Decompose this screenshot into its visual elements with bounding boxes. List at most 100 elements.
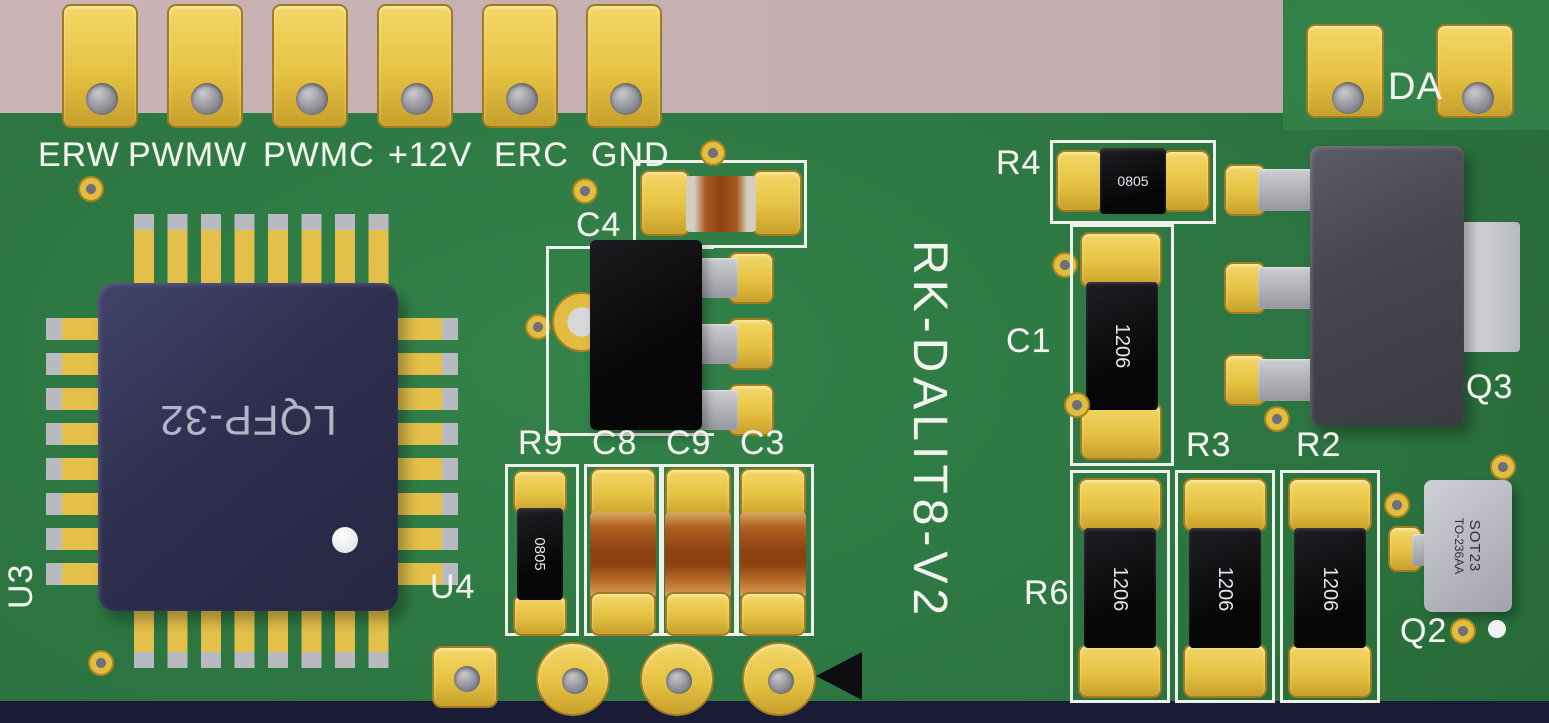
u3-pins-left-tips <box>46 318 62 598</box>
r2-label: R2 <box>1296 426 1342 464</box>
u4-lead-1 <box>696 258 738 298</box>
c4-pad-left <box>640 170 690 236</box>
c4-label: C4 <box>576 206 622 244</box>
c3-label: C3 <box>740 424 786 462</box>
c8-pad-bottom <box>590 592 656 636</box>
r6-pad-bottom <box>1078 644 1162 698</box>
c9-label: C9 <box>666 424 712 462</box>
q2-type-label: TO-236AA <box>1452 517 1467 575</box>
r3-label: R3 <box>1186 426 1232 464</box>
via <box>1450 618 1476 644</box>
c1-body <box>1086 282 1158 410</box>
c1-silkscreen <box>1070 224 1174 466</box>
r2-body <box>1294 528 1366 648</box>
white-dot <box>1488 620 1506 638</box>
r6-label: R6 <box>1024 574 1070 612</box>
c1-pad-bottom <box>1080 402 1162 460</box>
pad-hole <box>610 83 642 115</box>
connector-label-pwmc: PWMC <box>263 136 375 174</box>
u4-ref-label: U4 <box>430 568 476 606</box>
pad-hole <box>506 83 538 115</box>
u3-chip-body <box>98 283 398 611</box>
r9-size-label: 0805 <box>531 537 549 571</box>
r4-size-label: 0805 <box>1117 173 1149 189</box>
q3-lead-3 <box>1258 359 1316 401</box>
pad-hole <box>666 668 692 694</box>
mount-pad-round-1 <box>536 642 610 716</box>
r9-body <box>517 508 563 600</box>
mount-pad-square <box>432 646 498 708</box>
r3-pad-bottom <box>1183 644 1267 698</box>
via <box>700 140 726 166</box>
c4-body <box>686 176 756 232</box>
mount-pad-round-3 <box>742 642 816 716</box>
r6-body <box>1084 528 1156 648</box>
c1-pad-top <box>1080 232 1162 288</box>
connector-pad-erc <box>482 4 558 128</box>
pad-hole <box>86 83 118 115</box>
r4-label: R4 <box>996 144 1042 182</box>
pad-hole <box>401 83 433 115</box>
connector-label-pwmw: PWMW <box>128 136 248 174</box>
connector-label-12v: +12V <box>388 136 473 174</box>
pad-hole <box>454 666 480 692</box>
u3-package-label: LQFP-32 <box>159 397 337 444</box>
pad-hole <box>1462 82 1494 114</box>
r4-pad-right <box>1162 150 1210 212</box>
c3-pad-bottom <box>740 592 806 636</box>
q2-body <box>1424 480 1512 612</box>
via <box>1264 406 1290 432</box>
r9-pad-bottom <box>513 594 567 636</box>
q3-lead-1 <box>1258 169 1316 211</box>
pad-hole <box>1332 82 1364 114</box>
mount-pad-round-2 <box>640 642 714 716</box>
c1-size-label: 1206 <box>1111 323 1134 369</box>
r2-pad-top <box>1288 478 1372 532</box>
q2-marking: SOT23 TO-236AA <box>1446 486 1490 606</box>
connector-pad-erw <box>62 4 138 128</box>
c8-pad-top <box>590 468 656 518</box>
connector-label-erc: ERC <box>494 136 569 174</box>
r2-size-label: 1206 <box>1319 566 1342 612</box>
r6-silkscreen <box>1070 470 1170 703</box>
via <box>1384 492 1410 518</box>
u4-lead-2 <box>696 324 738 364</box>
c1-label: C1 <box>1006 322 1052 360</box>
q2-package-label: SOT23 <box>1466 519 1484 573</box>
u3-ref-label: U3 <box>2 563 40 609</box>
r4-body <box>1100 148 1166 214</box>
da-label: DA <box>1388 66 1443 108</box>
u3-pin1-dot <box>332 527 358 553</box>
c9-pad-top <box>665 468 731 518</box>
r9-label: R9 <box>518 424 564 462</box>
board-title: RK-DALIT8-V2 <box>903 239 957 621</box>
arrow-left-marker-icon <box>816 652 862 700</box>
r3-pad-top <box>1183 478 1267 532</box>
pad-hole <box>768 668 794 694</box>
u4-body <box>590 240 702 430</box>
connector-pad-pwmc <box>272 4 348 128</box>
c3-body <box>740 512 806 598</box>
pad-hole <box>562 668 588 694</box>
q3-label: Q3 <box>1466 368 1514 406</box>
q3-tab <box>1460 222 1520 352</box>
r9-pad-top <box>513 470 567 514</box>
pad-hole <box>296 83 328 115</box>
c3-pad-top <box>740 468 806 518</box>
connector-label-erw: ERW <box>38 136 120 174</box>
c8-label: C8 <box>592 424 638 462</box>
q2-label: Q2 <box>1400 612 1448 650</box>
r4-pad-left <box>1056 150 1104 212</box>
via <box>1490 454 1516 480</box>
u4-lead-3 <box>696 390 738 430</box>
via <box>1064 392 1090 418</box>
via <box>78 176 104 202</box>
r2-silkscreen <box>1280 470 1380 703</box>
c8-body <box>590 512 656 598</box>
pad-hole <box>191 83 223 115</box>
da-pad-2 <box>1436 24 1514 118</box>
u3-pins-right-tips <box>442 318 458 598</box>
via <box>88 650 114 676</box>
r3-size-label: 1206 <box>1214 566 1237 612</box>
